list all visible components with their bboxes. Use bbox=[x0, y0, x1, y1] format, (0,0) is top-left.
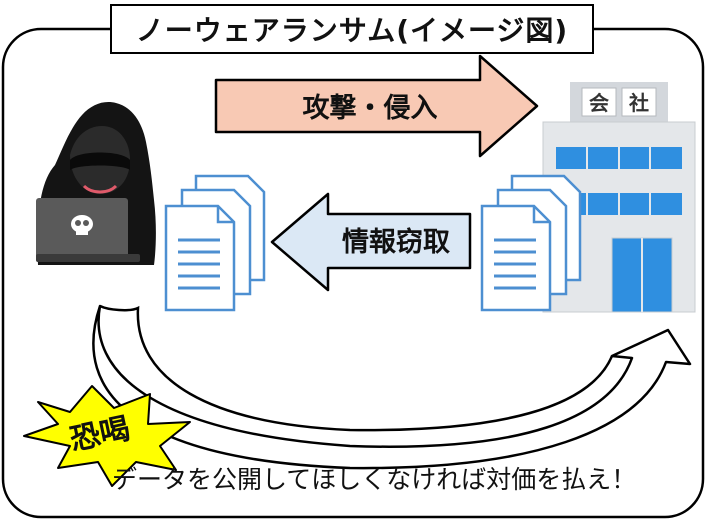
building-sign-left: 会 bbox=[589, 91, 609, 115]
hacker-figure bbox=[36, 102, 156, 266]
extortion-curved-arrow bbox=[92, 304, 692, 470]
stolen-documents-left bbox=[164, 174, 266, 312]
theft-arrow: 情報窃取 bbox=[270, 192, 472, 292]
extortion-burst: 恐喝 bbox=[23, 385, 191, 487]
theft-label: 情報窃取 bbox=[342, 226, 450, 258]
diagram-title: ノーウェアランサム(イメージ図) bbox=[110, 4, 594, 54]
building-sign-right: 社 bbox=[628, 91, 649, 115]
company-documents-right bbox=[480, 174, 582, 312]
attack-arrow: 攻撃・侵入 bbox=[214, 54, 539, 158]
skull-icon bbox=[71, 215, 93, 235]
extortion-message: データを公開してほしくなければ対価を払え！ bbox=[112, 465, 637, 494]
attack-label: 攻撃・侵入 bbox=[303, 93, 438, 124]
